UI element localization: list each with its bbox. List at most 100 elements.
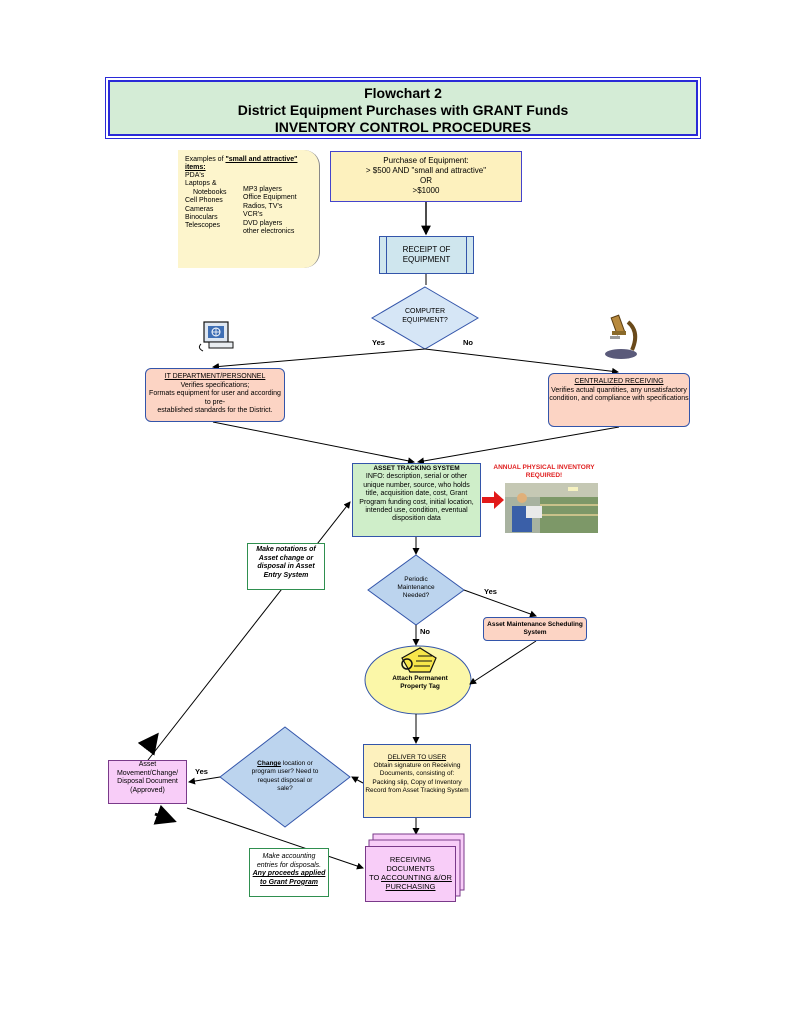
centralized-receiving-box: CENTRALIZED RECEIVING Verifies actual qu… [548, 373, 690, 427]
maintenance-yes-label: Yes [484, 587, 497, 596]
movement-line-1: Asset [138, 761, 157, 768]
amss-line-2: System [523, 629, 547, 636]
example-item: DVD players [243, 219, 283, 227]
maintenance-scheduling-box: Asset Maintenance Scheduling System [483, 617, 587, 641]
notations-line-1: Make notations of [256, 546, 316, 553]
example-item: Office Equipment [243, 194, 297, 202]
deliver-line-2: Documents, consisting of: [379, 770, 455, 778]
computer-decision-line-2: EQUIPMENT? [402, 317, 448, 324]
receiving-documents-box: RECEIVING DOCUMENTS TO ACCOUNTING &/OR P… [365, 846, 456, 902]
deliver-heading: DELIVER TO USER [387, 754, 447, 761]
accounting-line-3: Any proceeds applied [252, 870, 326, 878]
warehouse-photo-icon [505, 483, 598, 533]
deliver-line-1: Obtain signature on Receiving [373, 762, 461, 770]
example-item: PDA's [185, 172, 205, 179]
notations-note: Make notations of Asset change or dispos… [247, 543, 325, 590]
example-item: Radios, TV's [243, 202, 283, 210]
movement-line-3: Disposal Document [117, 778, 178, 786]
deliver-line-4: Record from Asset Tracking System [365, 786, 469, 794]
it-heading: IT DEPARTMENT/PERSONNEL [164, 373, 266, 380]
rd-line-1: RECEIVING [389, 855, 432, 864]
examples-header-prefix: Examples of [185, 156, 226, 163]
change-line-3: request disposal or [257, 776, 313, 784]
annual-inventory-note: ANNUAL PHYSICAL INVENTORY REQUIRED! [488, 464, 600, 480]
it-line-3: established standards for the District. [157, 407, 273, 415]
computer-decision-line-1: COMPUTER [404, 308, 446, 315]
microscope-icon [605, 314, 638, 359]
notations-line-2: Asset change or [258, 554, 314, 562]
change-bold: Change [257, 760, 282, 767]
computer-decision-label: COMPUTER EQUIPMENT? [380, 307, 470, 325]
red-arrow [482, 491, 504, 509]
annual-line-2: REQUIRED! [525, 472, 563, 479]
asset-tracking-body: INFO: description, serial or other uniqu… [359, 473, 474, 523]
example-item: Cameras [185, 205, 214, 213]
maintenance-decision-label: Periodic Maintenance Needed? [381, 576, 451, 600]
accounting-line-4: to Grant Program [260, 878, 318, 886]
asset-tracking-heading: ASSET TRACKING SYSTEM [373, 465, 460, 472]
rd-line-3-prefix: TO [369, 873, 382, 882]
purchase-line-1: Purchase of Equipment: [383, 156, 469, 165]
accounting-line-2: entries for disposals. [256, 861, 322, 869]
receipt-line-2: EQUIPMENT [402, 255, 451, 264]
purchase-line-4: >$1000 [412, 186, 440, 195]
attach-tag-label: Attach Permanent Property Tag [380, 675, 460, 691]
change-decision-label: Change location or program user? Need to… [245, 760, 325, 794]
it-department-box: IT DEPARTMENT/PERSONNEL Verifies specifi… [145, 368, 285, 422]
title-line-2: District Equipment Purchases with GRANT … [237, 102, 569, 118]
notations-line-4: Entry System [263, 571, 309, 579]
computer-icon [198, 321, 234, 352]
change-line-2: program user? Need to [251, 768, 319, 776]
movement-line-4: (Approved) [130, 786, 165, 794]
movement-line-2: Movement/Change/ [116, 769, 179, 777]
tag-icon [401, 647, 437, 673]
tag-line-1: Attach Permanent [392, 675, 448, 682]
receipt-line-1: RECEIPT OF [402, 245, 451, 254]
amss-line-1: Asset Maintenance Scheduling [487, 621, 583, 628]
purchase-line-3: OR [420, 176, 432, 185]
yes-label: Yes [372, 338, 385, 347]
maintenance-line-3: Needed? [402, 592, 430, 599]
movement-document-box: Asset Movement/Change/ Disposal Document… [108, 760, 187, 804]
cr-heading: CENTRALIZED RECEIVING [574, 378, 664, 385]
title-banner: Flowchart 2 District Equipment Purchases… [105, 77, 701, 139]
example-item: Binoculars [185, 214, 218, 222]
notations-line-3: disposal in Asset [257, 563, 315, 571]
example-item: Cell Phones [185, 197, 223, 205]
receipt-box: RECEIPT OF EQUIPMENT [379, 236, 474, 274]
deliver-line-3: Packing slip, Copy of Inventory [372, 778, 462, 786]
change-yes-label: Yes [195, 767, 208, 776]
tag-line-2: Property Tag [400, 683, 440, 690]
cr-line-2: condition, and compliance with specifica… [549, 395, 689, 403]
accounting-note: Make accounting entries for disposals. A… [249, 848, 329, 897]
purchase-box: Purchase of Equipment: > $500 AND "small… [330, 151, 522, 202]
cr-line-1: Verifies actual quantities, any unsatisf… [551, 386, 687, 394]
examples-header-bold: "small and attractive" items: [185, 156, 298, 172]
example-item: Telescopes [185, 222, 221, 230]
title-line-1: Flowchart 2 [364, 85, 442, 101]
example-item: other electronics [243, 228, 295, 236]
example-item: Notebooks [193, 188, 227, 196]
maintenance-line-1: Periodic [404, 576, 428, 583]
examples-note: Examples of "small and attractive" items… [178, 150, 320, 268]
asset-tracking-box: ASSET TRACKING SYSTEM INFO: description,… [352, 463, 481, 537]
change-rest: location or [281, 760, 313, 767]
change-line-4: sale? [277, 785, 293, 793]
it-line-2: Formats equipment for user and according… [149, 390, 281, 406]
annual-line-1: ANNUAL PHYSICAL INVENTORY [493, 464, 595, 471]
example-item: Laptops & [185, 180, 217, 188]
accounting-line-1: Make accounting [262, 853, 316, 860]
deliver-to-user-box: DELIVER TO USER Obtain signature on Rece… [363, 744, 471, 818]
rd-line-3-underlined: ACCOUNTING &/OR [381, 873, 452, 882]
example-item: VCR's [243, 211, 263, 219]
change-decision-diamond [219, 726, 351, 828]
rd-line-2: DOCUMENTS [386, 864, 435, 873]
it-line-1: Verifies specifications; [180, 381, 250, 389]
no-label: No [463, 338, 473, 347]
rd-line-4: PURCHASING [385, 882, 436, 891]
maintenance-line-2: Maintenance [397, 584, 435, 591]
purchase-line-2: > $500 AND "small and attractive" [365, 166, 487, 175]
title-line-3: INVENTORY CONTROL PROCEDURES [274, 119, 532, 135]
maintenance-no-label: No [420, 627, 430, 636]
example-item: MP3 players [243, 186, 282, 193]
